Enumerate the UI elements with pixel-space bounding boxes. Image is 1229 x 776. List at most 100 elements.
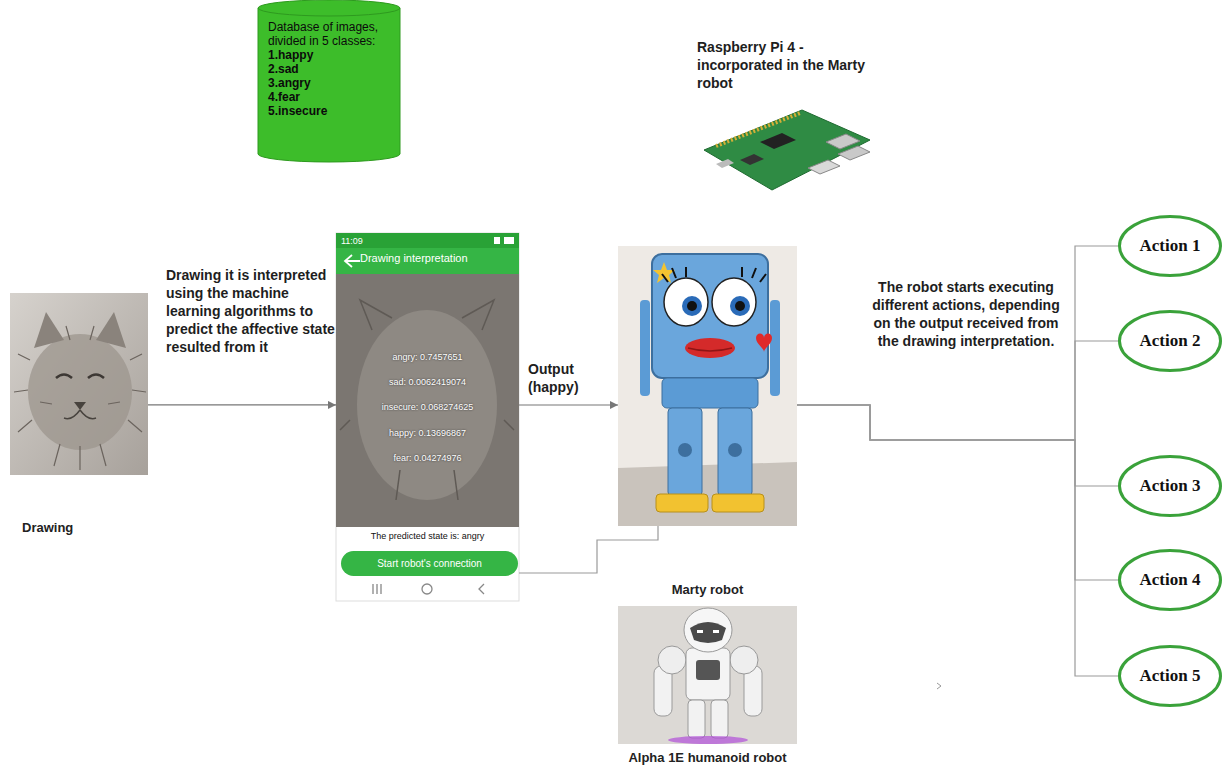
small-arrow-mark — [937, 683, 941, 689]
robot-hips — [662, 378, 758, 408]
action-label: Action 5 — [1140, 666, 1201, 686]
nav-back — [479, 584, 484, 594]
connector — [797, 246, 1118, 440]
robot-torso — [686, 648, 730, 700]
class-item: 2.sad — [268, 62, 392, 76]
robot-arm — [770, 300, 780, 396]
usb-port — [838, 146, 870, 160]
image-caption: Alpha 1E humanoid robot — [618, 750, 797, 765]
action-ellipse: Action 1 — [1118, 215, 1222, 277]
robot-knee — [728, 443, 742, 457]
cylinder-body — [258, 0, 400, 162]
status-icon — [504, 237, 514, 244]
note-text: The robot starts executing different act… — [870, 278, 1062, 350]
prediction-text: fear: 0.04274976 — [336, 452, 519, 465]
robot-shoulder — [730, 646, 758, 674]
paper — [10, 293, 148, 475]
component-label: Raspberry Pi 4 - incorporated in the Mar… — [697, 38, 882, 92]
connector — [797, 405, 1118, 580]
robot-leg — [668, 408, 702, 496]
cat-nose — [74, 402, 86, 410]
status-icon — [494, 237, 500, 244]
robot-leg — [718, 408, 752, 496]
robot-eye — [713, 630, 719, 633]
status-bar — [336, 233, 519, 248]
phone-body — [336, 233, 519, 601]
robot-pupil — [735, 301, 745, 311]
action-label: Action 1 — [1140, 236, 1201, 256]
app-header — [336, 248, 519, 274]
purple-glow — [668, 736, 748, 744]
image-caption: Drawing — [22, 520, 152, 535]
image-caption: Marty robot — [618, 582, 797, 597]
prediction-text: angry: 0.7457651 — [336, 351, 519, 364]
edge-label: Drawing it is interpreted using the mach… — [166, 266, 336, 356]
cat-ear — [34, 312, 64, 348]
nav-home — [422, 584, 432, 594]
drawing-photo — [10, 293, 148, 475]
star-sticker — [653, 262, 675, 283]
action-ellipse: Action 2 — [1118, 310, 1222, 372]
screen-image — [336, 274, 519, 527]
class-item: 3.angry — [268, 76, 392, 90]
robot-eye — [664, 278, 708, 326]
robot-head — [652, 254, 768, 378]
app-title: Drawing interpretation — [360, 251, 510, 265]
robot-shoulder — [658, 646, 686, 674]
heart-sticker — [756, 334, 772, 353]
pcb-board — [704, 110, 870, 190]
database-heading: Database of images, divided in 5 classes… — [268, 20, 392, 48]
action-ellipse-shape — [1120, 457, 1221, 516]
connector — [148, 404, 336, 405]
prediction-text: insecure: 0.068274625 — [336, 401, 519, 414]
cat-eyes — [56, 375, 104, 379]
action-ellipse-shape — [1120, 647, 1221, 706]
fur-strokes — [14, 326, 146, 470]
ram-chip — [740, 154, 764, 165]
robot-leg — [711, 700, 728, 738]
cat-ear — [96, 312, 126, 348]
cylinder-lip — [258, 8, 400, 16]
cat-head — [28, 334, 132, 450]
photo-background — [618, 606, 797, 744]
connector — [797, 405, 1118, 486]
connector — [519, 404, 618, 405]
robot-iris — [730, 296, 750, 316]
back-arrow — [345, 255, 360, 267]
robot-image: Alpha 1E humanoid robot — [618, 606, 797, 744]
robot-leg — [688, 700, 705, 738]
drawing-image: Drawing — [10, 293, 148, 475]
robot-pupil — [687, 301, 697, 311]
database-cylinder: Database of images, divided in 5 classes… — [258, 0, 400, 162]
robot-iris — [682, 296, 702, 316]
action-label: Action 3 — [1140, 476, 1201, 496]
connector — [797, 341, 1118, 440]
connector — [797, 405, 1118, 676]
screen-cat-strokes — [340, 300, 514, 500]
robot-foot — [712, 494, 764, 512]
floor — [618, 462, 797, 526]
connector — [519, 526, 658, 573]
action-ellipse-shape — [1120, 217, 1221, 276]
robot-foot — [656, 494, 708, 512]
phone-illustration — [336, 233, 519, 601]
class-item: 5.insecure — [268, 104, 392, 118]
action-ellipse: Action 3 — [1118, 455, 1222, 517]
button-label: Start robot's connection — [377, 558, 482, 569]
edge-label: Output (happy) — [528, 360, 612, 396]
action-ellipse: Action 4 — [1118, 549, 1222, 611]
action-ellipse-shape — [1120, 312, 1221, 371]
status-time: 11:09 — [341, 235, 391, 247]
lip-line — [688, 348, 732, 351]
prediction-text: The predicted state is: angry — [336, 530, 519, 543]
robot-chest — [696, 660, 720, 680]
robot-head — [684, 608, 732, 652]
cat-mouth — [64, 410, 96, 419]
eyelashes — [662, 267, 766, 282]
marty-robot-photo — [618, 246, 797, 526]
robot-arm — [640, 300, 650, 396]
action-label: Action 4 — [1140, 570, 1201, 590]
